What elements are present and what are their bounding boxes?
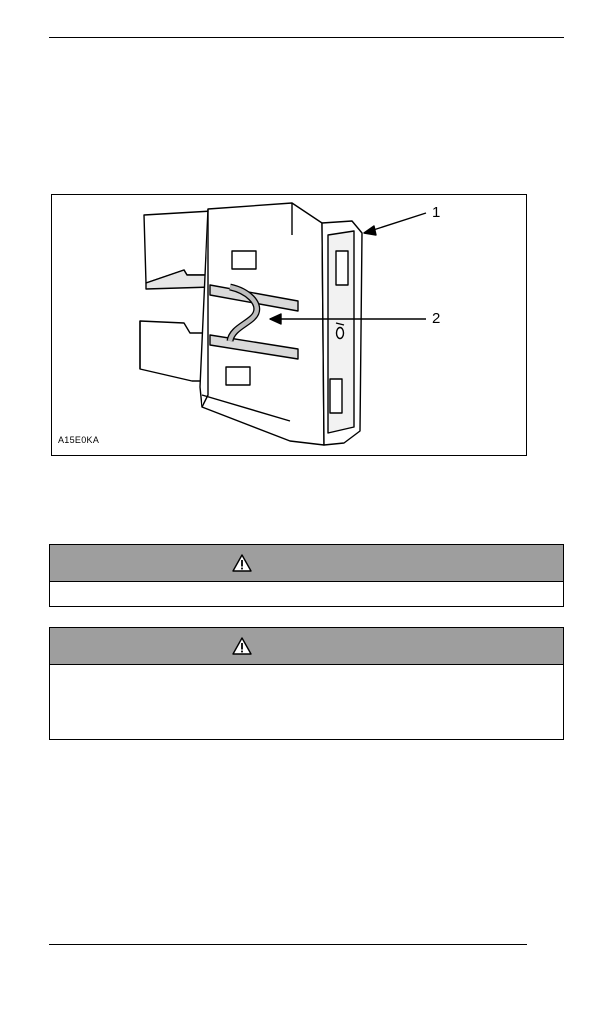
figure-code: A15E0KA [58,435,100,445]
fuse-illustration: 1 2 A15E0KA [51,194,527,456]
fuse-drawing [139,202,427,446]
warning-notice [49,544,564,607]
callout-2-label: 2 [432,310,441,327]
warning-notice-body [50,665,563,673]
header-rule [49,37,564,38]
warning-notice-body [50,582,563,590]
warning-notice [49,627,564,740]
warning-notice-header [50,545,563,582]
warning-triangle-icon [232,637,252,655]
warning-notice-header [50,628,563,665]
footer-rule [49,944,527,945]
callout-1-label: 1 [432,204,441,221]
warning-triangle-icon [232,554,252,572]
